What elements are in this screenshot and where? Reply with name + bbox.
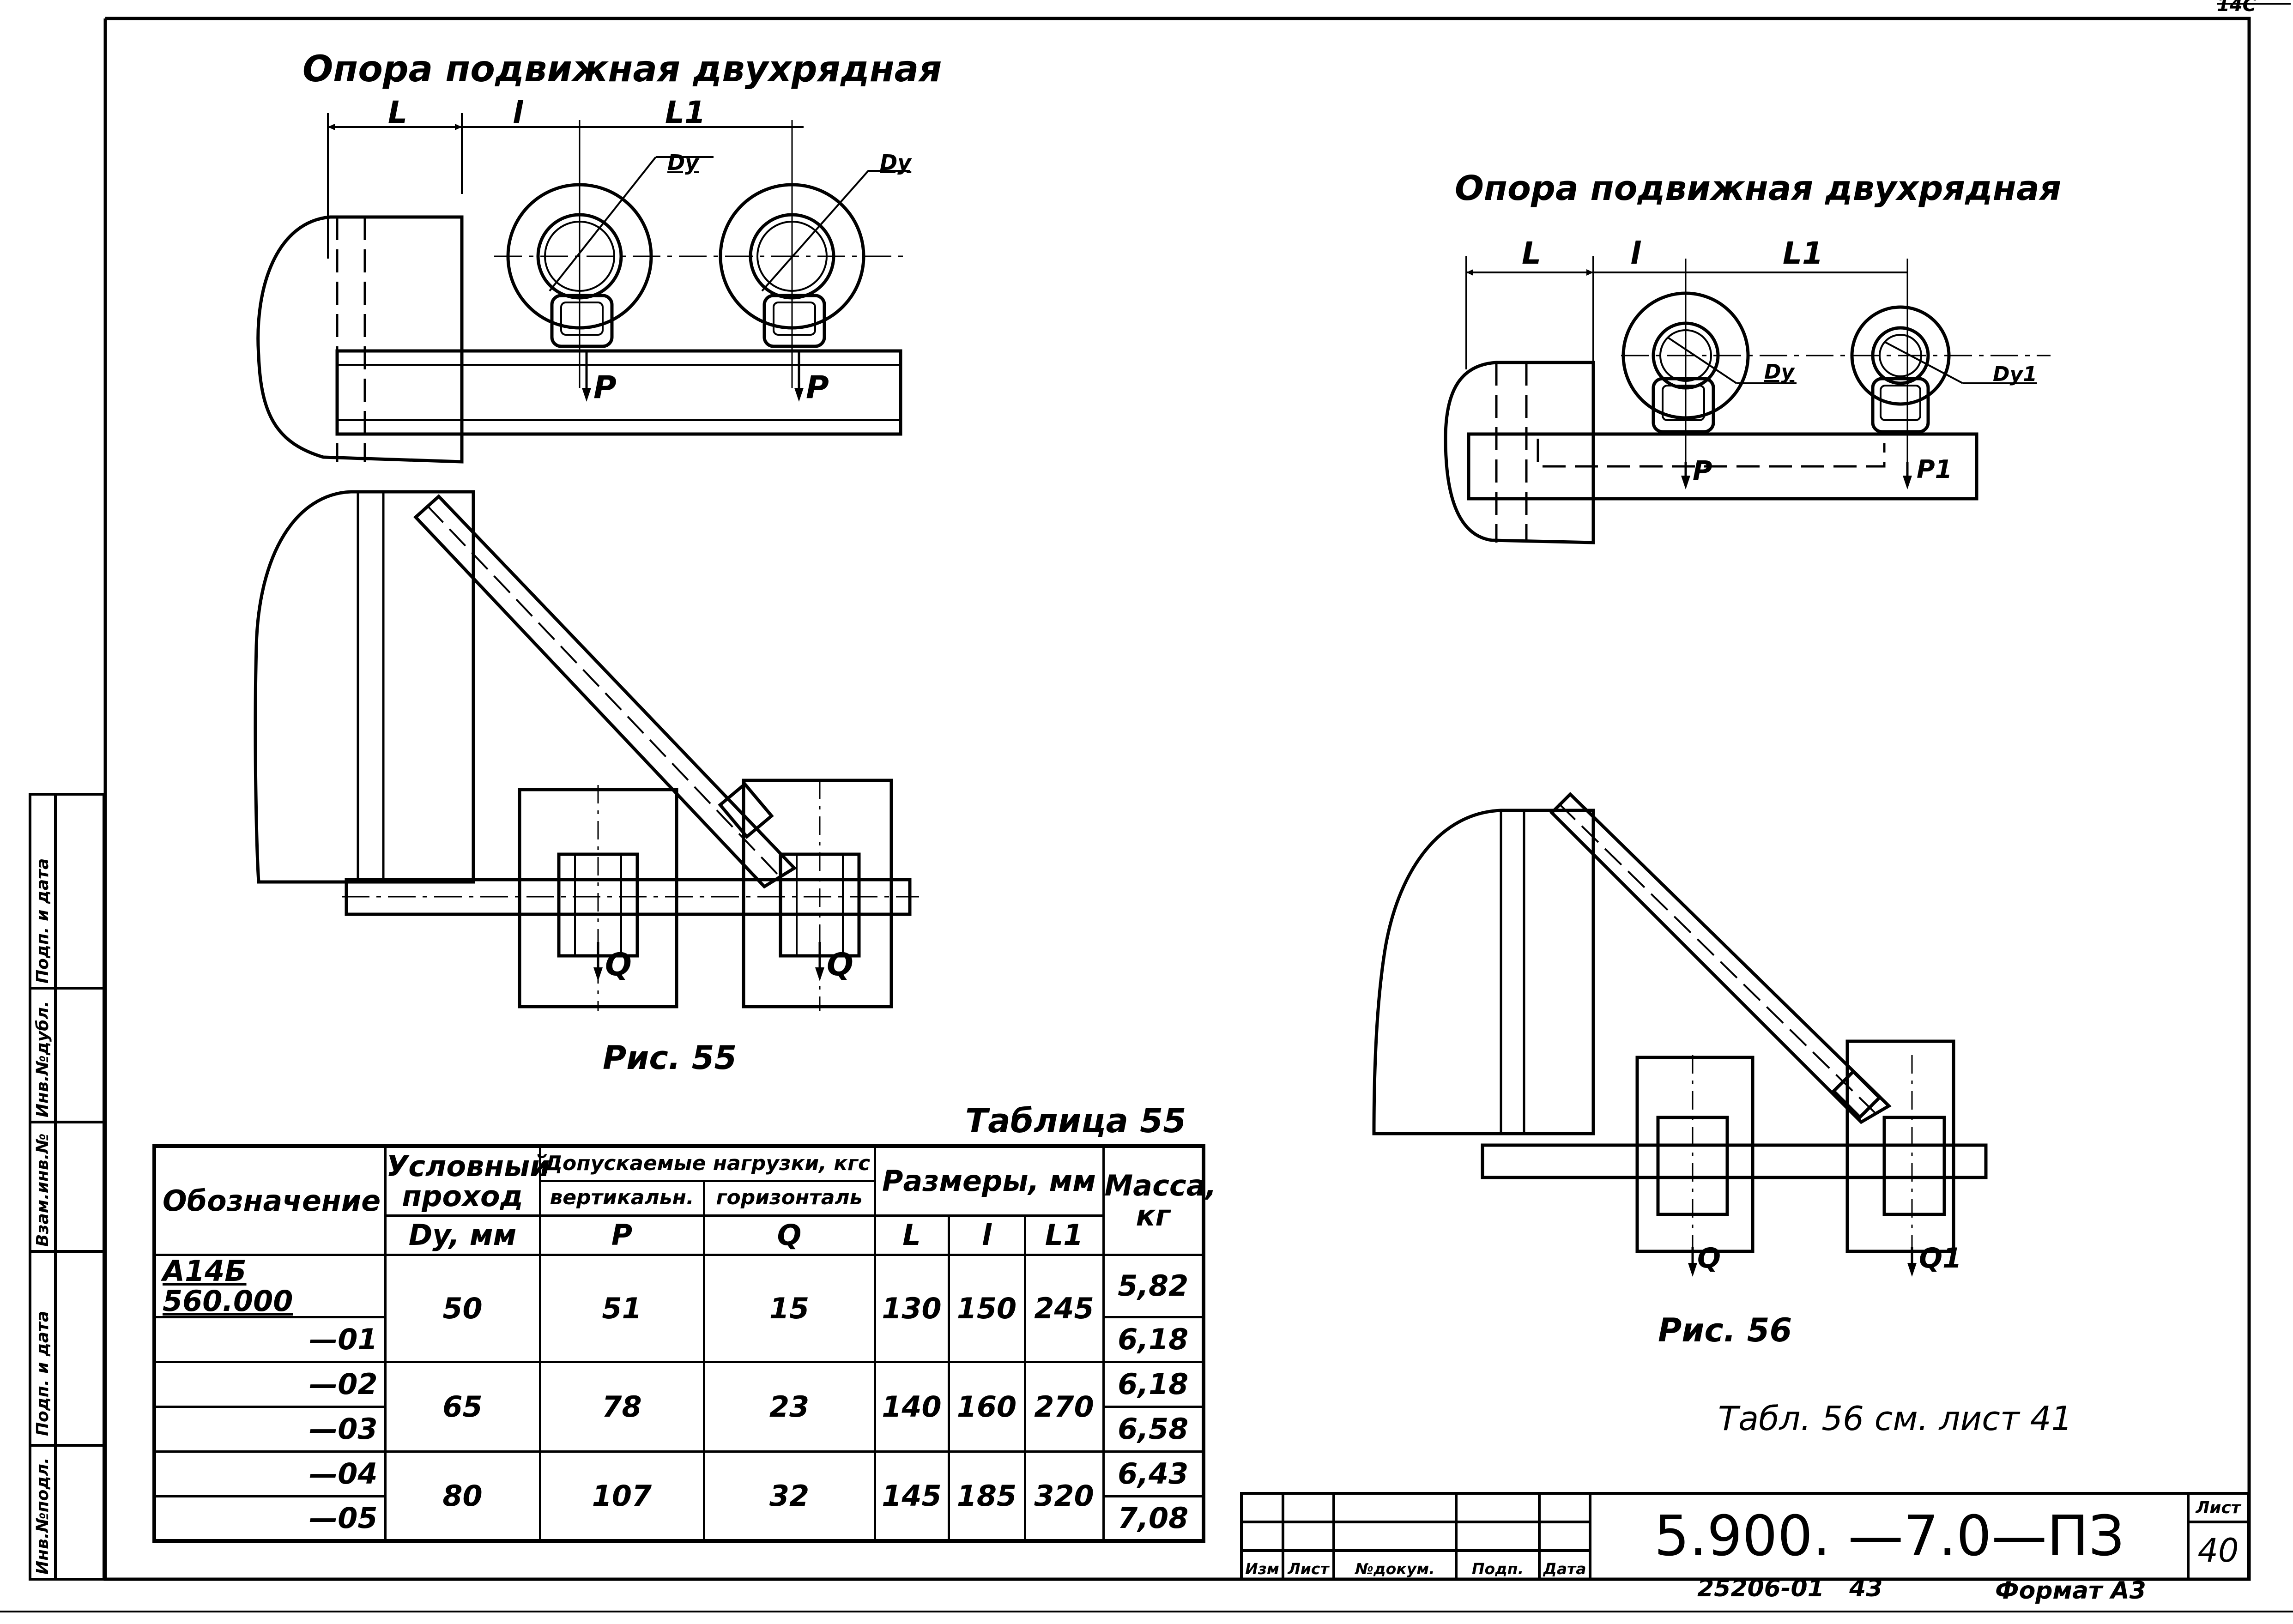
fig55-title: Опора подвижная двухрядная [303,48,942,90]
cell-p: 51 [538,1253,705,1363]
cell-L: 140 [873,1360,950,1453]
header-designation: Обозначение [153,1145,387,1256]
document-code: 5.900. —7.0—ПЗ [1589,1492,2190,1581]
cell-L1: 320 [1023,1450,1105,1542]
header-nominal-bore: Условный проход [384,1145,550,1217]
fig56-dim-L: L [1522,235,1542,271]
cell-q: 23 [702,1360,876,1453]
fig56-plan-view [1372,792,1988,1268]
header-vertical: вертикальн. [538,1179,705,1217]
cell-mass: 5,82 [1102,1253,1205,1318]
table56-reference-note: Табл. 56 см. лист 41 [1718,1399,2073,1438]
title-block: 5.900. —7.0—ПЗ Лист 40 Изм Лист №докум. … [1240,1492,2250,1581]
table-row: —02 65 78 23 140 160 270 6,18 [153,1360,1205,1453]
cell-dy: 80 [384,1450,541,1542]
fig55-dim-L1: L1 [665,95,706,130]
label-date: Дата [1538,1549,1591,1581]
cell-designation: А14Б 560.000 [153,1253,387,1318]
fig55-dim-L: L [388,95,408,130]
fig55-dy-label-1: Dy [667,150,699,175]
fig55-load-q-1: Q [605,947,632,983]
side-stamp-label: Инв.№подл. [33,1457,52,1575]
cell-l: 160 [947,1360,1026,1453]
side-stamp-label: Инв.№дубл. [33,1001,52,1118]
cell-L1: 245 [1023,1253,1105,1363]
fig55-dy-label-2: Dy [880,150,912,175]
header-nominal-bore-unit: Dy, мм [384,1214,541,1256]
header-horizontal: горизонталь [702,1179,876,1217]
fig55-load-p-2: P [806,369,829,406]
side-stamp-label: Взам.инв.№ [33,1133,52,1247]
fig56-dy-label: Dy [1764,360,1795,384]
header-mass: Масса, кг [1102,1145,1216,1256]
table-row: А14Б 560.000 50 51 15 130 150 245 5,82 [153,1253,1205,1363]
fig56-title: Опора подвижная двухрядная [1455,169,2062,208]
cell-q: 32 [702,1450,876,1542]
cell-dy: 65 [384,1360,541,1453]
table-row: —01 6,18 [153,1316,1205,1363]
header-q: Q [702,1214,876,1256]
cell-p: 78 [538,1360,705,1453]
label-sheet: Лист [1282,1549,1335,1581]
fig56-load-q: Q [1697,1242,1721,1274]
table-row: —05 7,08 [153,1495,1205,1542]
fig55-plan-view [254,490,919,1011]
table55-title: Таблица 55 [965,1101,1186,1140]
header-p: P [538,1214,705,1256]
cell-designation: —05 [153,1495,387,1542]
sheet-number: 40 [2187,1521,2250,1581]
cell-mass: 6,18 [1102,1316,1205,1363]
fig55-dim-l: l [513,95,523,130]
fig56-dim-L1: L1 [1783,235,1823,271]
cell-mass: 6,58 [1102,1405,1205,1453]
header-L1: L1 [1023,1214,1105,1256]
header-sizes: Размеры, мм [873,1145,1105,1217]
cell-mass: 6,18 [1102,1360,1205,1408]
side-stamp-label: Подп. и дата [33,858,52,984]
fig56-dy1-label: Dy1 [1993,362,2037,386]
cell-designation: —04 [153,1450,387,1497]
fig55-caption: Рис. 55 [603,1039,737,1077]
cell-L1: 270 [1023,1360,1105,1453]
cell-mass: 7,08 [1102,1495,1205,1542]
fig56-top-view [1444,256,2051,544]
label-signature: Подп. [1455,1549,1541,1581]
label-change: Изм [1240,1549,1284,1581]
table-row: —04 80 107 32 145 185 320 6,43 [153,1450,1205,1542]
cell-dy: 50 [384,1253,541,1363]
side-stamp-frame [29,793,105,1581]
table-row: —03 6,58 [153,1405,1205,1453]
fig56-caption: Рис. 56 [1658,1311,1792,1349]
cell-L: 130 [873,1253,950,1363]
header-L: L [873,1214,950,1256]
fig56-load-q1: Q1 [1919,1242,1962,1274]
fig55-load-q-2: Q [827,947,853,983]
fig55-top-view [256,113,910,464]
fig56-load-p: P [1693,455,1712,486]
header-loads: Допускаемые нагрузки, кгс [538,1145,876,1182]
format-label: Формат А3 [1995,1577,2146,1605]
cell-q: 15 [702,1253,876,1363]
label-document-number: №докум. [1332,1549,1458,1581]
fig56-load-p1: P1 [1917,455,1953,484]
cell-p: 107 [538,1450,705,1542]
header-l: l [947,1214,1026,1256]
fig55-load-p-1: P [593,369,617,406]
cell-designation: —02 [153,1360,387,1408]
cell-l: 185 [947,1450,1026,1542]
sheet-label: Лист [2187,1492,2250,1523]
corner-mark: 14С [2217,0,2257,16]
bottom-code: 25206-01 43 [1697,1575,1883,1602]
side-stamp-label: Подп. и дата [33,1310,52,1436]
cell-designation: —01 [153,1316,387,1363]
cell-designation: —03 [153,1405,387,1453]
cell-mass: 6,43 [1102,1450,1205,1497]
cell-l: 150 [947,1253,1026,1363]
fig56-dim-l: l [1630,235,1641,271]
table55: Обозначение Условный проход Допускаемые … [152,1144,1216,1543]
cell-L: 145 [873,1450,950,1542]
